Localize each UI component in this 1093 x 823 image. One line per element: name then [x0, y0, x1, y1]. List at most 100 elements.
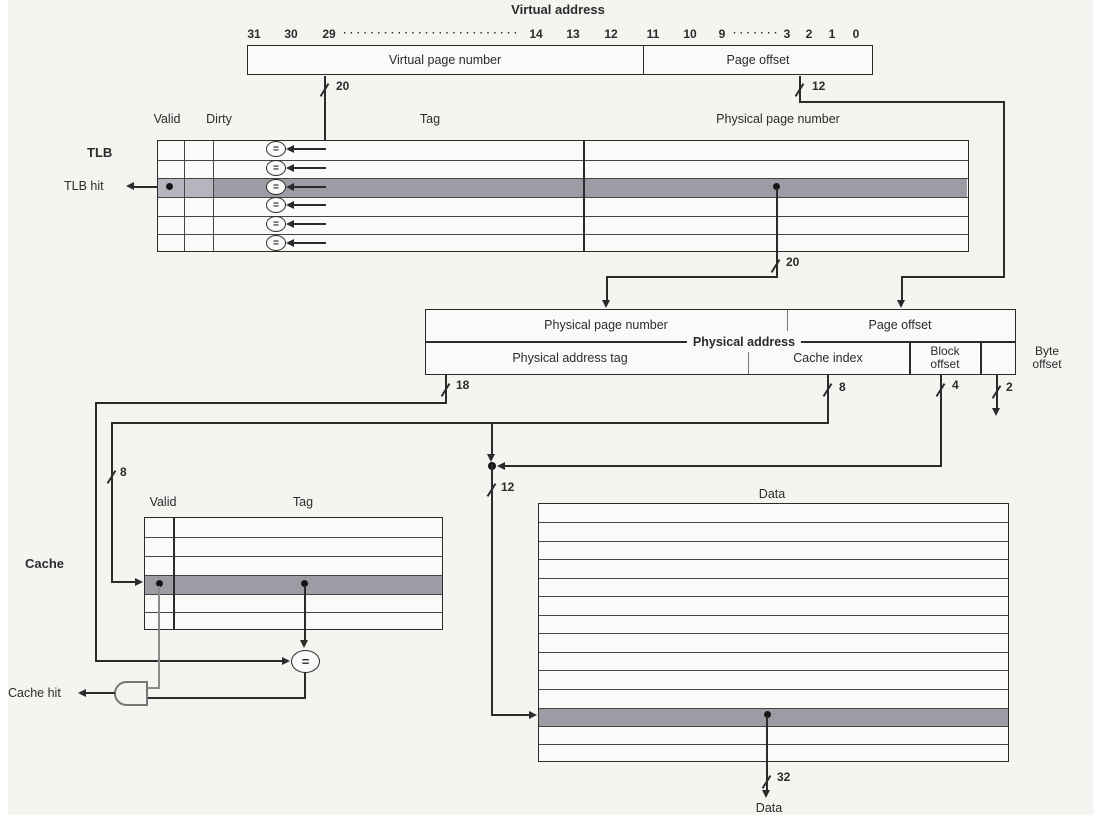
- comparator-out-h: [147, 697, 306, 699]
- page-offset-bus-h2: [901, 276, 1005, 278]
- tlb-comparator-icon: =: [266, 197, 286, 213]
- pa-tag-index-divider: [748, 352, 749, 374]
- tlb-comparator-icon: =: [266, 160, 286, 176]
- tlb-row-line: [158, 216, 968, 217]
- data-row-line: [539, 652, 1008, 653]
- cache-hit-label: Cache hit: [8, 686, 61, 700]
- pa-ppn-field: Physical page number: [544, 318, 668, 332]
- data-row-line: [539, 689, 1008, 690]
- ppn-bus-h1: [606, 276, 778, 278]
- tlb-cmp-arrow-4: [294, 204, 326, 206]
- tlb-valid-divider: [184, 141, 185, 251]
- block-offset-bus-h: [505, 465, 942, 467]
- bit-12: 12: [604, 27, 618, 41]
- vpn-bus-width: 20: [336, 79, 350, 93]
- tlb-comparator-icon: =: [266, 235, 286, 251]
- index-bus-h2: [111, 581, 136, 583]
- cache-tag-arrowhead: [300, 640, 308, 648]
- bit-11: 11: [646, 27, 660, 41]
- page-offset-bus-v1: [799, 76, 801, 103]
- data-row-line: [539, 522, 1008, 523]
- page-offset-bus-h1: [799, 101, 1005, 103]
- data-row-line: [539, 578, 1008, 579]
- data-array-header: Data: [758, 487, 786, 501]
- tlb-comparator-icon: =: [266, 141, 286, 157]
- tlb-valid-header: Valid: [153, 112, 181, 126]
- row-index-bus-v: [491, 464, 493, 716]
- byte-offset-stub-line: [996, 375, 998, 412]
- ppn-bus-v1: [776, 188, 778, 278]
- tag-bus-arrowhead: [282, 657, 290, 665]
- bit-30: 30: [284, 27, 298, 41]
- tlb-dirty-header: Dirty: [206, 112, 232, 126]
- block-offset-arrowhead: [497, 462, 505, 470]
- virtual-address-title: Virtual address: [511, 2, 605, 17]
- index-bus-v2: [111, 422, 113, 583]
- bit-9: 9: [718, 27, 726, 41]
- cache-label: Cache: [25, 556, 65, 571]
- tlb-row-line: [158, 234, 968, 235]
- data-highlight-row: [539, 708, 1008, 726]
- cache-row-line: [145, 537, 442, 538]
- tlb-cmp-arrow-3: [294, 186, 326, 188]
- cache-row-line: [145, 575, 442, 576]
- data-out-label: Data: [755, 801, 783, 815]
- cache-index-width: 8: [120, 465, 127, 479]
- page-offset-arrowhead: [897, 300, 905, 308]
- page-offset-bus-width: 12: [812, 79, 826, 93]
- index-branch-arrowhead: [487, 454, 495, 462]
- tlb-cmp-arrow-5: [294, 223, 326, 225]
- bit-ellipsis-high: ··························: [343, 28, 521, 39]
- block-offset-width: 4: [952, 378, 959, 392]
- ppn-bus-arrowhead: [602, 300, 610, 308]
- tlb-cmp-arrow-2: [294, 167, 326, 169]
- cache-highlight-row: [145, 575, 442, 594]
- tag-bus-v2: [95, 402, 97, 662]
- bit-13: 13: [566, 27, 580, 41]
- tlb-comparator-icon: =: [266, 216, 286, 232]
- data-row-line: [539, 744, 1008, 745]
- tlb-cmp-arrow-1: [294, 148, 326, 150]
- data-out-width: 32: [777, 770, 791, 784]
- tlb-comparator-icon: =: [266, 179, 286, 195]
- bit-14: 14: [529, 27, 543, 41]
- tlb-row-line: [158, 178, 968, 179]
- cache-hit-arrowhead: [78, 689, 86, 697]
- tlb-cmp-arrowhead-6: [286, 239, 294, 247]
- cache-valid-dot: [156, 580, 163, 587]
- tlb-cmp-arrow-6: [294, 242, 326, 244]
- cache-row-line: [145, 612, 442, 613]
- tlb-ppn-header: Physical page number: [716, 112, 840, 126]
- index-bus-h1: [111, 422, 829, 424]
- bit-0: 0: [852, 27, 860, 41]
- data-row-line: [539, 726, 1008, 727]
- page-margin-bottom: [0, 815, 1093, 823]
- tlb-cmp-arrowhead-4: [286, 201, 294, 209]
- bit-1: 1: [828, 27, 836, 41]
- tlb-table: [157, 140, 969, 252]
- byte-offset-label: Byte offset: [1032, 344, 1062, 371]
- block-offset-bus-v: [940, 375, 942, 467]
- byte-offset-width: 2: [1006, 380, 1013, 394]
- tlb-row-line: [158, 160, 968, 161]
- data-row-line: [539, 541, 1008, 542]
- row-index-bus-h: [491, 714, 530, 716]
- pa-cache-index-field: Cache index: [793, 351, 863, 365]
- data-row-line: [539, 615, 1008, 616]
- virtual-address-field-divider: [643, 46, 644, 74]
- tlb-ppn-dot: [773, 183, 780, 190]
- pa-block-offset-field: Block offset: [930, 344, 960, 371]
- cache-table: [144, 517, 443, 630]
- byte-offset-arrowhead: [992, 408, 1000, 416]
- bit-2: 2: [805, 27, 813, 41]
- index-branch-line: [491, 424, 493, 458]
- tlb-tag-header: Tag: [419, 112, 441, 126]
- index-bus-arrowhead: [135, 578, 143, 586]
- page-margin-left: [0, 0, 8, 823]
- tlb-cmp-arrowhead-2: [286, 164, 294, 172]
- bit-3: 3: [783, 27, 791, 41]
- data-row-line: [539, 596, 1008, 597]
- cache-tag-dot: [301, 580, 308, 587]
- ppn-bus-width: 20: [786, 255, 800, 269]
